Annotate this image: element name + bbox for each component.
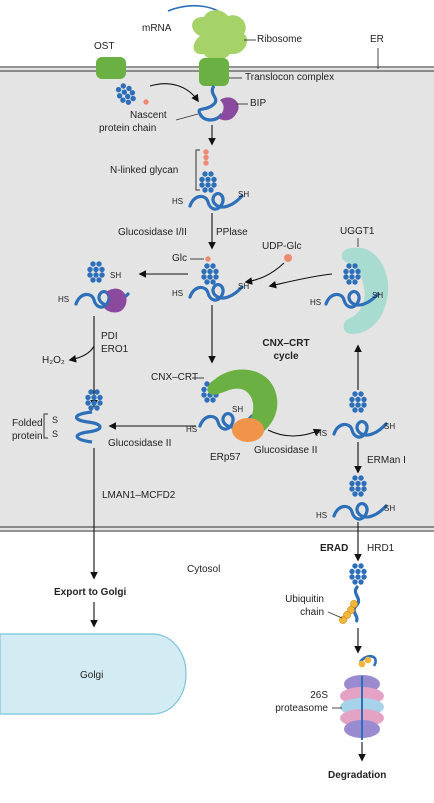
nlinked-label: N-linked glycan xyxy=(110,165,179,176)
bip-label: BIP xyxy=(250,98,267,109)
h2o2-label: H₂O₂ xyxy=(42,355,65,366)
glc-single-glucose xyxy=(205,256,211,262)
hs-label-nlinked: HS xyxy=(172,197,184,206)
disulfide-s-bottom: S xyxy=(52,429,59,439)
export-to-golgi-label: Export to Golgi xyxy=(54,587,127,598)
proteasome-label-line2: proteasome xyxy=(275,703,328,714)
nascent-label-line2: protein chain xyxy=(99,123,157,134)
glucosidase-2-left-label: Glucosidase II xyxy=(108,438,172,449)
ubiquitin-label-line1: Ubiquitin xyxy=(285,594,324,605)
uggt1-enzyme xyxy=(341,247,389,334)
glc-label: Glc xyxy=(172,253,187,264)
sh-label-glc: SH xyxy=(238,282,250,291)
lman-label: LMAN1–MCFD2 xyxy=(102,490,176,501)
proteasome-26s xyxy=(340,654,384,740)
udp-glc-label: UDP-Glc xyxy=(262,241,302,252)
hs-label-glc: HS xyxy=(172,289,184,298)
er-label: ER xyxy=(370,34,384,45)
arrow-cnx-to-right xyxy=(267,428,322,437)
ubiquitin-leader xyxy=(327,611,343,619)
sh-label-right: SH xyxy=(384,422,396,431)
pdi-label: PDI xyxy=(101,331,118,342)
golgi-compartment xyxy=(0,633,187,715)
erman-label: ERMan I xyxy=(367,455,406,466)
hs-label-cnx: HS xyxy=(186,425,198,434)
mrna-label: mRNA xyxy=(142,23,172,34)
ost-complex xyxy=(96,57,126,79)
folded-protein-chain xyxy=(74,410,102,444)
hs-label-left: HS xyxy=(58,295,70,304)
ost-label: OST xyxy=(94,41,115,52)
folded-bracket xyxy=(43,413,48,439)
glucosidase-2-right-label: Glucosidase II xyxy=(254,445,318,456)
hs-label-erman: HS xyxy=(316,511,328,520)
folded-protein-label-line2: protein xyxy=(12,431,43,442)
uggt1-label: UGGT1 xyxy=(340,226,375,237)
ero1-label: ERO1 xyxy=(101,344,129,355)
left-bip-chaperone xyxy=(104,288,127,313)
arrow-uggt1-to-glc xyxy=(268,273,333,289)
nascent-chain xyxy=(197,85,224,122)
nlinked-bracket xyxy=(195,149,200,191)
disulfide-s-top: S xyxy=(52,415,59,425)
cnx-crt-cycle-label-line1: CNX–CRT xyxy=(262,338,310,349)
translocon-label: Translocon complex xyxy=(245,72,335,83)
degradation-label: Degradation xyxy=(328,770,387,781)
erad-label: ERAD xyxy=(320,543,349,554)
ribosome xyxy=(192,10,248,60)
erp57-label: ERp57 xyxy=(210,452,241,463)
glucosidase-1-2-label: Glucosidase I/II xyxy=(118,227,187,238)
sh-label-cnx: SH xyxy=(232,405,244,414)
cnx-crt-label: CNX–CRT xyxy=(151,372,199,383)
sh-label-left: SH xyxy=(110,271,122,280)
bip-chaperone xyxy=(218,97,239,121)
cytosol-label: Cytosol xyxy=(187,564,221,575)
nascent-label-line1: Nascent xyxy=(130,110,167,121)
erp57-enzyme xyxy=(232,418,264,442)
translocon-complex xyxy=(199,58,229,86)
folded-protein-label-line1: Folded xyxy=(12,418,43,429)
ubiquitin-chain xyxy=(339,600,358,624)
ubiquitin-label-line2: chain xyxy=(300,607,324,618)
calnexin-chaperone xyxy=(207,369,278,439)
pplase-label: PPlase xyxy=(216,227,248,238)
hs-label-right: HS xyxy=(316,429,328,438)
arrow-h2o2 xyxy=(68,345,95,363)
ribosome-label: Ribosome xyxy=(257,34,303,45)
ost-glucose xyxy=(143,99,149,105)
sh-label-nlinked: SH xyxy=(238,190,250,199)
ubiquitin-glycan xyxy=(349,563,367,585)
sh-label-erman: SH xyxy=(384,504,396,513)
hs-label-uggt1: HS xyxy=(310,298,322,307)
sh-label-uggt1: SH xyxy=(372,291,384,300)
hrd1-label: HRD1 xyxy=(367,543,395,554)
nascent-leader xyxy=(175,113,199,121)
nlinked-glucose-chain xyxy=(203,149,209,166)
golgi-label: Golgi xyxy=(80,670,104,681)
udp-glc-molecule xyxy=(284,254,292,262)
ost-transfer-arrow xyxy=(149,83,199,103)
proteasome-label-line1: 26S xyxy=(310,690,328,701)
arrow-udp-glc xyxy=(244,262,285,285)
cnx-crt-cycle-label-line2: cycle xyxy=(273,351,299,362)
